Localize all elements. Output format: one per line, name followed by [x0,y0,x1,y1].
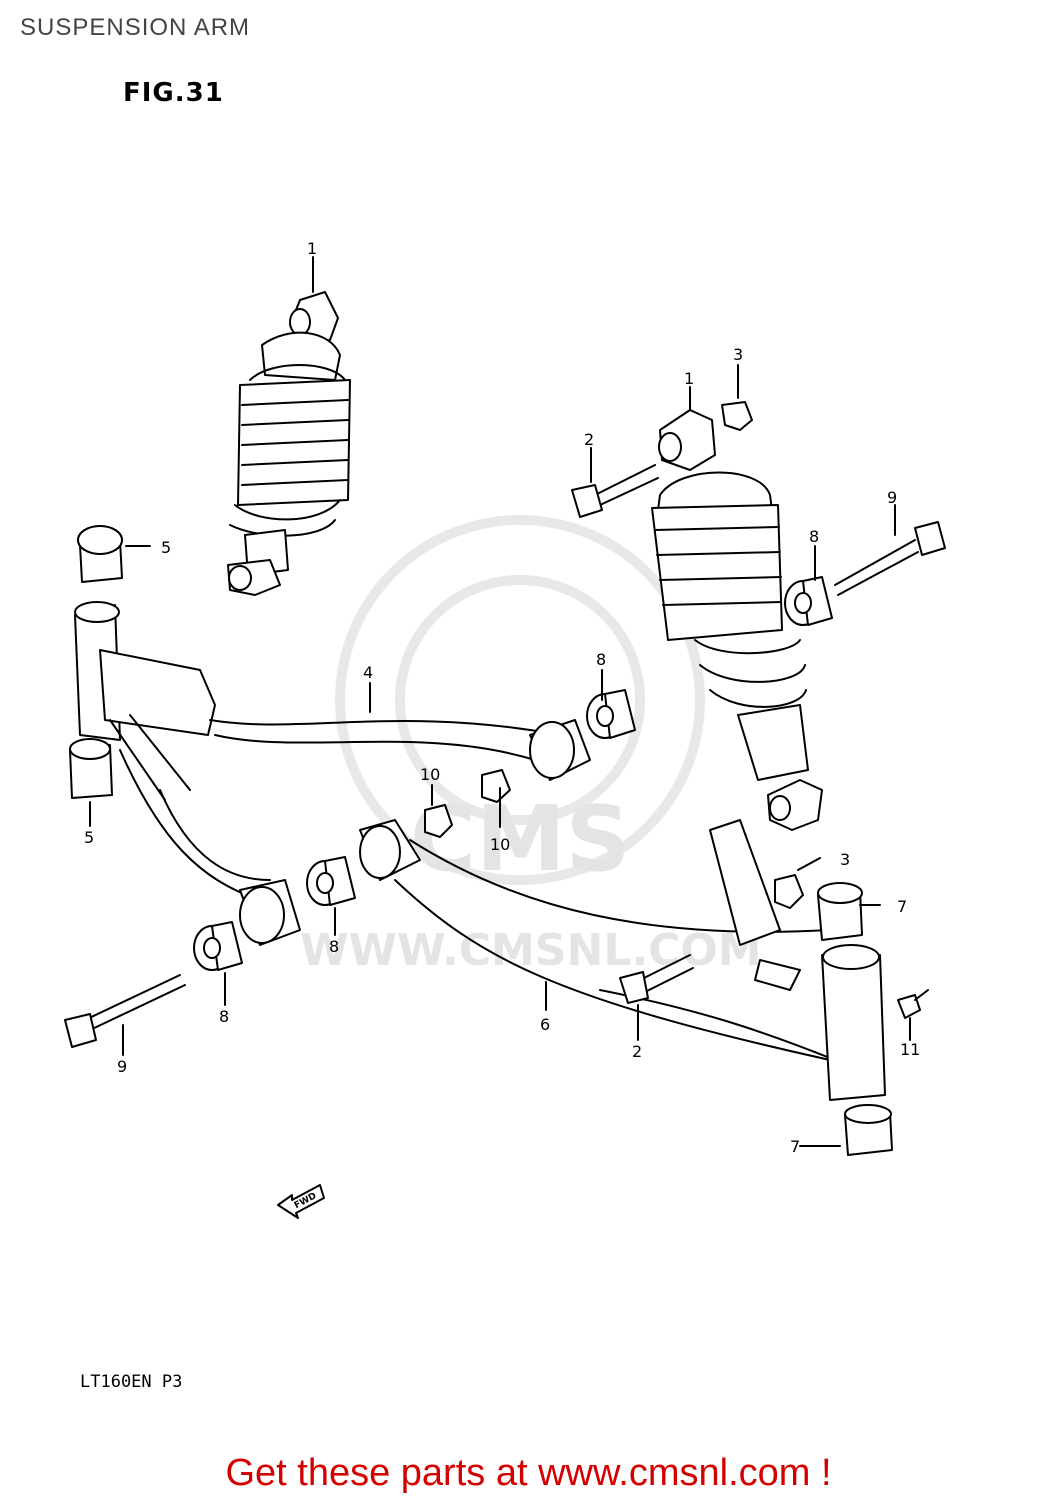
callout-3: 3 [840,850,850,869]
callout-8: 8 [596,650,606,669]
watermark-logo-text: CMS [410,787,630,892]
callout-1: 1 [684,369,694,388]
callout-3: 3 [733,345,743,364]
forward-direction-arrow: FWD [277,1184,325,1219]
callout-7: 7 [790,1137,800,1156]
bushings [69,525,893,1156]
callout-8: 8 [809,527,819,546]
page-title: SUSPENSION ARM [20,14,251,41]
callout-7: 7 [897,897,907,916]
model-code: LT160EN P3 [80,1372,183,1392]
callout-10: 10 [420,765,440,784]
callout-10: 10 [490,835,510,854]
shock-absorber-left [227,291,351,596]
fasteners [64,401,946,1048]
shock-absorber-right [651,409,823,831]
callout-5: 5 [84,828,94,847]
callout-2: 2 [632,1042,642,1061]
lower-arm [359,819,886,1101]
leader-lines [89,256,911,1147]
watermark-url-text: WWW.CMSNL.COM [300,925,762,976]
callout-9: 9 [887,488,897,507]
callout-8: 8 [329,937,339,956]
callout-numbers: 1 1 2 2 3 3 4 5 5 6 7 7 8 8 8 8 9 9 10 1… [84,239,920,1156]
callout-1: 1 [307,239,317,258]
callout-8: 8 [219,1007,229,1026]
callout-11: 11 [900,1040,920,1059]
figure-label: FIG.31 [123,78,224,108]
callout-2: 2 [584,430,594,449]
callout-5: 5 [161,538,171,557]
callout-9: 9 [117,1057,127,1076]
parts-link-banner[interactable]: Get these parts at www.cmsnl.com ! [225,1452,832,1494]
watermark: CMS WWW.CMSNL.COM [300,515,762,976]
callout-6: 6 [540,1015,550,1034]
callout-4: 4 [363,663,373,682]
upper-arm [74,601,591,946]
rubber-bushings [193,576,833,971]
